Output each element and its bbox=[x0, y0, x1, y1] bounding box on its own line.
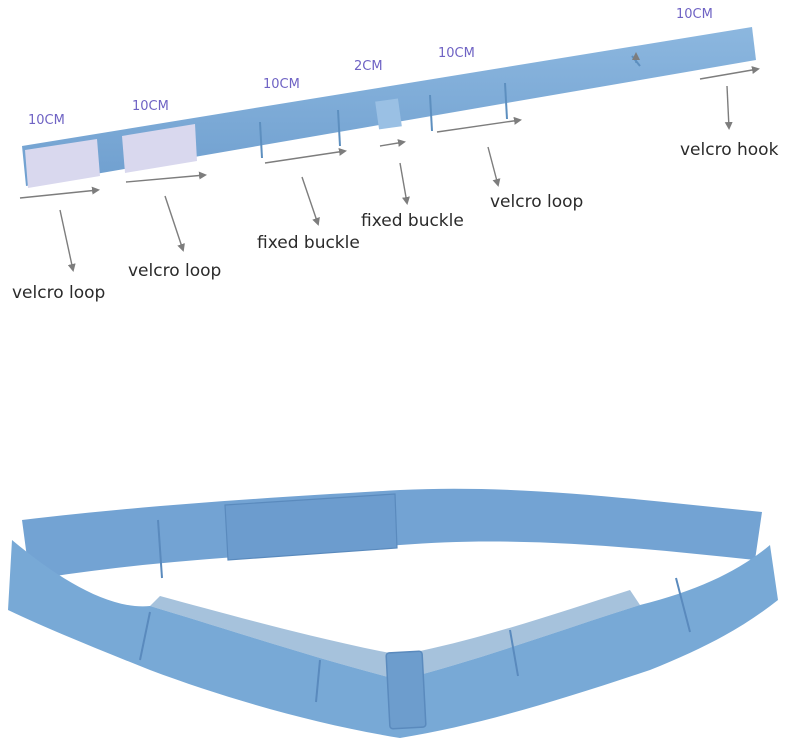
direction-arrow bbox=[264, 147, 347, 164]
part-label: velcro loop bbox=[128, 261, 221, 281]
flat-strap bbox=[22, 27, 756, 188]
strap-fold-line bbox=[259, 121, 263, 159]
belt-fold-seam bbox=[315, 659, 321, 703]
direction-arrow bbox=[379, 139, 406, 147]
dimension-label: 10CM bbox=[132, 99, 169, 114]
callout-arrow bbox=[724, 85, 733, 130]
belt-front-band bbox=[8, 540, 778, 738]
direction-arrow bbox=[125, 171, 207, 183]
belt-fold-seam bbox=[157, 519, 163, 579]
fixed-buckle-patch bbox=[375, 98, 402, 130]
part-label: velcro loop bbox=[490, 192, 583, 212]
part-label: fixed buckle bbox=[257, 233, 360, 253]
strap-fold-line bbox=[429, 94, 433, 132]
dimension-label: 10CM bbox=[438, 46, 475, 61]
velcro-loop-patch bbox=[122, 124, 197, 173]
dimension-label: 10CM bbox=[28, 113, 65, 128]
callout-arrow bbox=[487, 146, 501, 187]
dimension-label: 10CM bbox=[263, 77, 300, 92]
part-label: velcro hook bbox=[680, 140, 779, 160]
center-buckle bbox=[385, 650, 427, 730]
callout-arrow bbox=[399, 162, 410, 205]
part-label: velcro loop bbox=[12, 283, 105, 303]
strap-fold-line bbox=[337, 109, 341, 147]
direction-arrow bbox=[19, 186, 100, 199]
belt-fold-seam bbox=[139, 611, 151, 661]
belt-fold-seam bbox=[509, 629, 519, 677]
callout-arrow bbox=[59, 209, 76, 272]
strap-fold-line bbox=[504, 82, 508, 120]
velcro-panel bbox=[224, 493, 398, 561]
velcro-loop-patch bbox=[25, 139, 100, 188]
callout-arrow bbox=[164, 195, 185, 252]
direction-arrow bbox=[699, 66, 760, 80]
callout-arrow bbox=[301, 176, 320, 226]
belt-fold-seam bbox=[675, 577, 691, 633]
looped-belt bbox=[8, 488, 778, 738]
part-label: fixed buckle bbox=[361, 211, 464, 231]
dimension-label: 10CM bbox=[676, 7, 713, 22]
dimension-label: 2CM bbox=[354, 59, 383, 74]
direction-arrow bbox=[436, 116, 522, 133]
